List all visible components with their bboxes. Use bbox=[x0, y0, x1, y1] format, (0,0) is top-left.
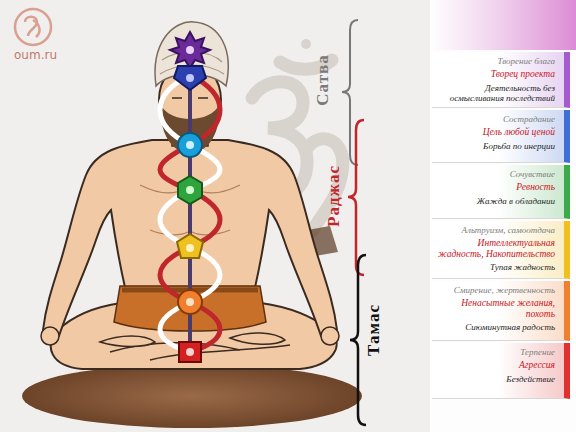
guna-label: Сатва bbox=[313, 54, 333, 105]
passion-text: Творец проекта bbox=[436, 69, 555, 80]
guna-band: Альтруизм, самоотдачаИнтеллектуальная жа… bbox=[432, 221, 570, 279]
cushion bbox=[22, 364, 362, 428]
virtue-text: Смирение, жертвенность bbox=[436, 285, 555, 295]
virtue-text: Творение блага bbox=[436, 56, 555, 66]
rajas-bracket bbox=[348, 120, 364, 275]
passion-text: Ненасытные желания, похоть bbox=[436, 298, 555, 319]
ignorance-text: Борьба по инерции bbox=[436, 141, 555, 151]
guna-band: Смирение, жертвенностьНенасытные желания… bbox=[432, 281, 570, 341]
guna-label: Тамас bbox=[364, 304, 384, 356]
foot bbox=[230, 333, 285, 344]
ignorance-text: Сиюминутная радость bbox=[436, 322, 555, 332]
ignorance-text: Тупая жадность bbox=[436, 262, 555, 272]
turban bbox=[155, 22, 228, 86]
virtue-text: Альтруизм, самоотдача bbox=[436, 225, 555, 235]
virtue-text: Сострадание bbox=[436, 114, 555, 124]
virtue-text: Терпение bbox=[436, 347, 555, 357]
passion-text: Ревность bbox=[436, 182, 555, 193]
passion-text: Интеллектуальная жадность, Накопительств… bbox=[436, 238, 555, 259]
guna-band: СочувствиеРевностьЖажда в обладании bbox=[432, 165, 570, 219]
guna-band: СостраданиеЦель любой ценойБорьба по ине… bbox=[432, 110, 570, 163]
guna-band: Творение благаТворец проектаДеятельность… bbox=[432, 52, 570, 108]
panel-ground bbox=[430, 0, 576, 432]
top-band bbox=[430, 0, 576, 50]
ignorance-text: Жажда в обладании bbox=[436, 196, 555, 206]
passion-text: Цель любой ценой bbox=[436, 127, 555, 138]
virtue-text: Сочувствие bbox=[436, 169, 555, 179]
guna-band: ТерпениеАгрессияБездействие bbox=[432, 343, 570, 399]
hand bbox=[41, 327, 59, 345]
ida bbox=[160, 75, 220, 352]
pingala bbox=[160, 75, 220, 352]
guna-label: Раджас bbox=[324, 165, 344, 227]
chakras bbox=[170, 32, 210, 362]
tamas-bracket bbox=[350, 255, 366, 425]
watermark: oum.ru bbox=[14, 48, 57, 62]
passion-text: Агрессия bbox=[436, 360, 555, 371]
foot bbox=[100, 336, 155, 347]
hand bbox=[321, 327, 339, 345]
logo-mark bbox=[15, 9, 51, 45]
ignorance-text: Бездействие bbox=[436, 374, 555, 384]
ignorance-text: Деятельность без осмысливания последстви… bbox=[436, 83, 555, 103]
